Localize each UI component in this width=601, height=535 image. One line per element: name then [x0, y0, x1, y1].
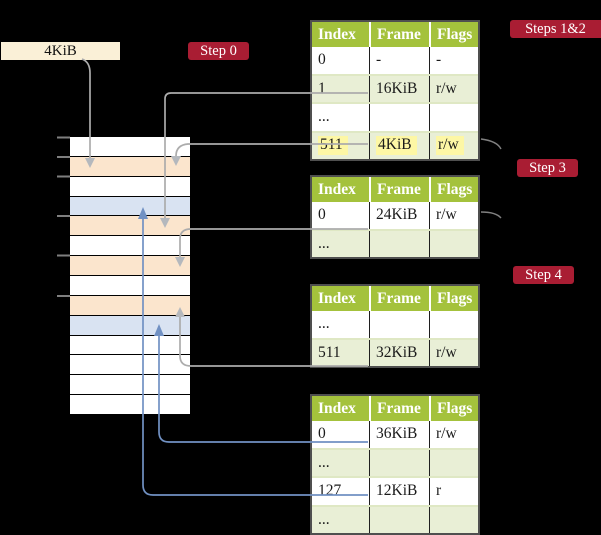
cell-index: ... [318, 108, 330, 126]
cell-frame: - [369, 47, 429, 74]
cell-frame [369, 104, 429, 131]
badge-steps-1-2: Steps 1&2 [510, 20, 601, 38]
cell-flags: r/w [429, 202, 478, 229]
cell-index: 0 [318, 206, 326, 224]
stub-table2-right [480, 211, 502, 219]
memory-row [70, 236, 190, 257]
cell-frame [369, 506, 429, 533]
cell-flags: - [429, 47, 478, 74]
memory-row [70, 355, 190, 376]
cell-flags [429, 230, 478, 257]
memory-row [70, 335, 190, 356]
table-header-row: Index Frame Flags [312, 22, 478, 47]
memory-row [70, 276, 190, 296]
table-header-row: Index Frame Flags [312, 286, 478, 311]
memory-row [70, 295, 190, 316]
col-header-frame: Frame [369, 177, 429, 202]
cell-frame: 32KiB [369, 339, 429, 366]
table-row: 0 - - [312, 47, 478, 74]
col-header-flags: Flags [429, 286, 478, 311]
cell-index: ... [318, 315, 330, 333]
cell-frame: 16KiB [369, 75, 429, 102]
cell-flags [429, 104, 478, 131]
cell-flags [429, 449, 478, 476]
memory-row [70, 256, 190, 277]
cell-flags: r/w [429, 421, 478, 448]
table-header-row: Index Frame Flags [312, 177, 478, 202]
cell-index: 0 [318, 51, 326, 69]
frame-size-label: 4KiB [1, 42, 120, 60]
memory-row [70, 156, 190, 177]
col-header-frame: Frame [369, 286, 429, 311]
col-header-flags: Flags [429, 22, 478, 47]
cell-flags: r/w [429, 339, 478, 366]
cell-index: ... [318, 510, 330, 528]
cell-frame [369, 230, 429, 257]
cell-index: 127 [318, 482, 342, 500]
cell-index: 0 [318, 425, 326, 443]
memory-row [70, 216, 190, 237]
cell-flags: r [429, 478, 478, 505]
table-row: ... [312, 102, 478, 131]
tick-marks [57, 136, 70, 297]
page-table-steps-1-2: Index Frame Flags 0 - - 1 16KiB r/w ... … [310, 20, 480, 161]
col-header-index: Index [318, 180, 356, 198]
col-header-frame: Frame [369, 396, 429, 421]
table-row: 511 32KiB r/w [312, 337, 478, 366]
col-header-index: Index [318, 25, 356, 43]
cell-index: 1 [318, 79, 326, 97]
col-header-index: Index [318, 289, 356, 307]
col-header-flags: Flags [429, 396, 478, 421]
cell-flags [429, 506, 478, 533]
cell-flags: r/w [429, 132, 478, 159]
table-row: 127 12KiB r [312, 476, 478, 505]
page-table-step-4: Index Frame Flags ... 511 32KiB r/w [310, 284, 480, 368]
table-row: ... [312, 228, 478, 257]
table-row: 0 24KiB r/w [312, 202, 478, 229]
memory-row [70, 395, 190, 415]
badge-step-3: Step 3 [517, 159, 578, 177]
cell-index: 511 [318, 343, 341, 361]
cell-flags: r/w [429, 75, 478, 102]
cell-frame [369, 311, 429, 338]
memory-row [70, 137, 190, 157]
badge-step-4: Step 4 [513, 266, 574, 284]
col-header-frame: Frame [369, 22, 429, 47]
table-row: ... [312, 311, 478, 338]
cell-flags [429, 311, 478, 338]
memory-row [70, 315, 190, 336]
table-row: 1 16KiB r/w [312, 73, 478, 102]
col-header-flags: Flags [429, 177, 478, 202]
physical-memory-column [70, 137, 190, 415]
cell-frame: 12KiB [369, 478, 429, 505]
cell-index: ... [318, 234, 330, 252]
stub-table1-right [480, 138, 502, 150]
table-header-row: Index Frame Flags [312, 396, 478, 421]
badge-step-0: Step 0 [188, 42, 249, 60]
memory-row [70, 375, 190, 396]
cell-frame: 4KiB [369, 132, 429, 159]
page-table-final: Index Frame Flags 0 36KiB r/w ... 127 12… [310, 394, 480, 535]
memory-row [70, 176, 190, 197]
table-row: ... [312, 447, 478, 476]
cell-frame: 36KiB [369, 421, 429, 448]
cell-frame: 24KiB [369, 202, 429, 229]
table-row-highlighted: 511 4KiB r/w [312, 130, 478, 160]
col-header-index: Index [318, 399, 356, 417]
table-row: ... [312, 504, 478, 533]
cell-frame [369, 449, 429, 476]
cell-index: ... [318, 453, 330, 471]
memory-row [70, 196, 190, 217]
page-table-step-3: Index Frame Flags 0 24KiB r/w ... [310, 175, 480, 259]
cell-index: 511 [312, 133, 369, 160]
table-row: 0 36KiB r/w [312, 421, 478, 448]
